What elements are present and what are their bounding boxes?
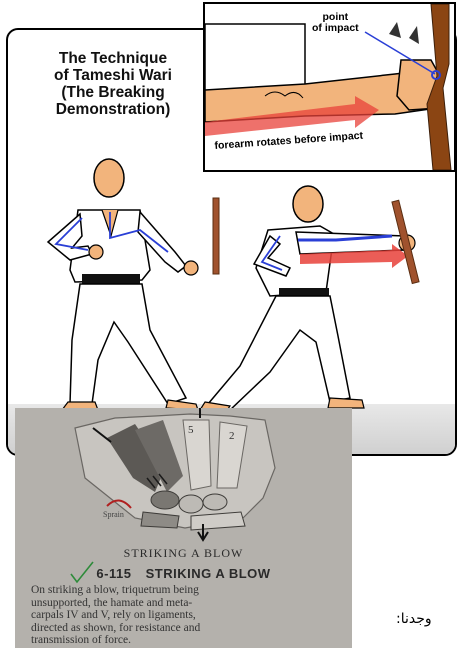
left-pants: [70, 284, 186, 404]
left-karateka: [48, 159, 198, 410]
finger-label-2: 2: [229, 430, 235, 442]
right-pants: [208, 296, 350, 410]
inset-splinter: [389, 22, 401, 38]
carpal-bone: [179, 495, 203, 513]
figure-number: 6-115: [96, 566, 131, 581]
right-karateka: [200, 186, 415, 412]
figure-title: STRIKING A BLOW: [146, 566, 271, 581]
inset-label-line: of impact: [312, 23, 359, 34]
point-of-impact-label: point of impact: [312, 12, 359, 34]
arabic-text: وجدنا:: [396, 611, 432, 627]
finger-label-5: 5: [188, 424, 194, 436]
right-head: [293, 186, 323, 222]
figure-title-row: 6-115 STRIKING A BLOW: [15, 566, 352, 581]
figure-description: On striking a blow, triquetrum being uns…: [31, 584, 341, 647]
description-line: carpals IV and V, rely on ligaments,: [31, 609, 341, 622]
inset-sleeve: [205, 24, 305, 92]
left-fist-right: [184, 261, 198, 275]
description-line: unsupported, the hamate and meta-: [31, 597, 341, 610]
left-fist-left: [89, 245, 103, 259]
description-line: directed as shown, for resistance and: [31, 622, 341, 635]
inset-splinter: [409, 26, 419, 44]
impact-inset: point of impact forearm rotates before i…: [203, 2, 456, 172]
anatomy-photo: 5 2 Sprain STRIKING A BLOW 6-115 STRIKIN…: [15, 408, 352, 648]
left-belt: [82, 274, 140, 284]
left-head: [94, 159, 124, 197]
description-line: transmission of force.: [31, 634, 341, 647]
description-line: On striking a blow, triquetrum being: [31, 584, 341, 597]
carpal-bone: [151, 491, 179, 509]
right-foot-front: [328, 398, 364, 408]
carpal-bone: [203, 494, 227, 510]
figure-heading: STRIKING A BLOW: [15, 546, 352, 561]
board-upright: [213, 198, 219, 274]
sprain-label: Sprain: [103, 510, 124, 519]
right-belt: [279, 288, 329, 296]
